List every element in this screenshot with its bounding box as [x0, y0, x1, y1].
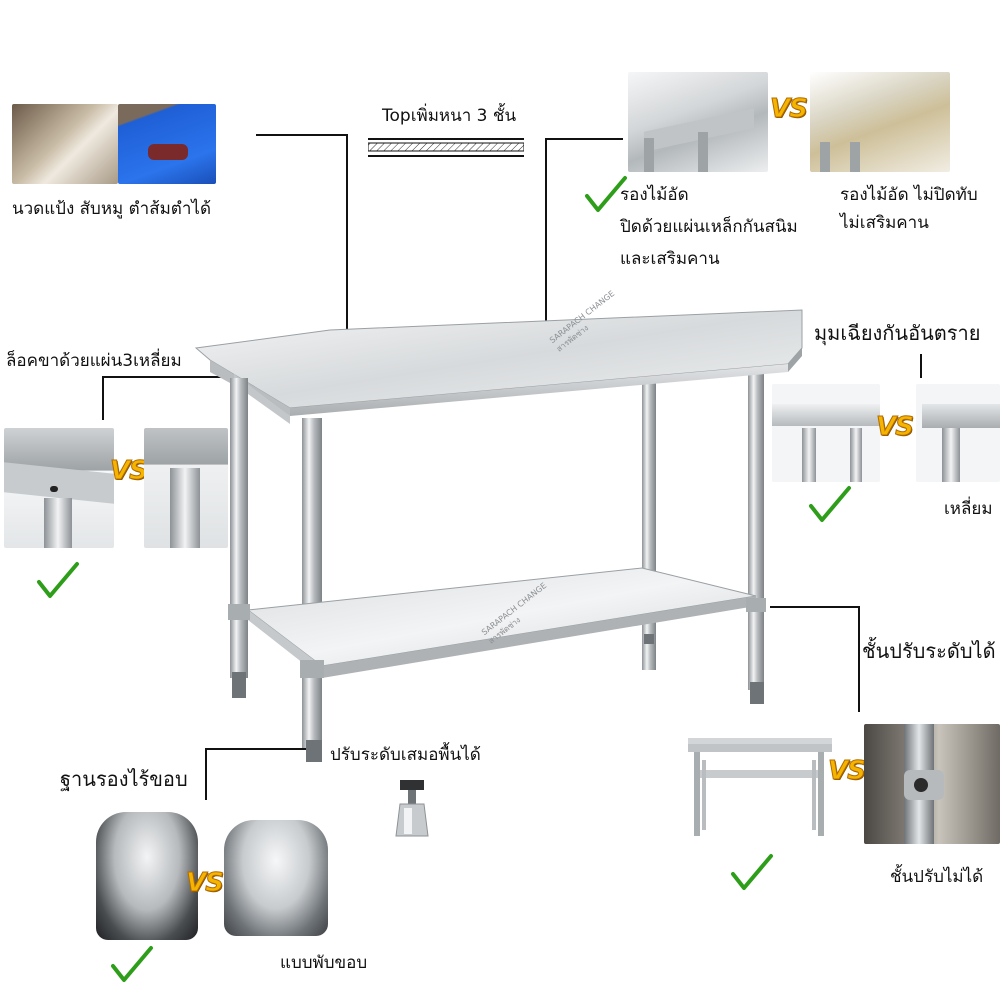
photo-chamfered-corner — [772, 384, 880, 482]
photo-plywood-uncovered — [810, 72, 950, 172]
photo-fixed-shelf-bracket — [864, 724, 1000, 844]
photo-base-no-edge — [96, 812, 198, 940]
photo-plain-leg — [144, 428, 228, 548]
label-top-thickness: Topเพิ่มหนา 3 ชั้น — [382, 106, 517, 126]
photo-chopping-meat — [118, 104, 216, 184]
check-icon-plywood — [585, 176, 627, 212]
line-base-h — [205, 748, 307, 750]
thickness-layers-icon — [368, 138, 524, 157]
vs-badge-base: VS — [186, 868, 225, 899]
label-food-prep: นวดแป้ง สับหมู ตำส้มตำได้ — [12, 199, 211, 219]
leveling-foot-icon — [395, 780, 429, 837]
label-plywood-good-2: ปิดด้วยแผ่นเหล็กกันสนิม — [620, 217, 798, 237]
photo-dough-kneading — [12, 104, 118, 184]
line-leglock-v — [102, 376, 104, 420]
label-base-no-edge: ฐานรองไร้ขอบ — [60, 767, 188, 791]
vs-badge-plywood: VS — [770, 94, 809, 125]
label-folded-edge: แบบพับขอบ — [280, 953, 368, 973]
check-icon-base — [111, 946, 153, 982]
label-leveling-foot: ปรับระดับเสมอพื้นได้ — [330, 745, 481, 765]
photo-square-corner — [916, 384, 1000, 482]
label-square-corner: เหลี่ยม — [944, 499, 993, 519]
line-food-v — [346, 134, 348, 348]
vs-badge-shelf: VS — [828, 756, 867, 787]
photo-plywood-covered — [628, 72, 768, 172]
line-shelf-v — [858, 606, 860, 712]
vs-badge-leg: VS — [110, 456, 149, 487]
photo-table-adjustable-shelf — [682, 720, 836, 840]
label-shelf-fixed: ชั้นปรับไม่ได้ — [890, 867, 984, 887]
label-plywood-bad-1: รองไม้อัด ไม่ปิดทับ — [840, 185, 978, 205]
line-food-h — [256, 134, 348, 136]
photo-base-folded-edge — [224, 820, 328, 936]
photo-triangle-plate-leg — [4, 428, 114, 548]
vs-badge-corner: VS — [876, 412, 915, 443]
line-leglock-h — [102, 376, 236, 378]
line-shelf-h — [770, 606, 860, 608]
label-plywood-bad-2: ไม่เสริมคาน — [840, 213, 929, 233]
stainless-table-illustration — [194, 309, 803, 762]
label-plywood-good-3: และเสริมคาน — [620, 249, 720, 269]
line-plywood-v — [545, 138, 547, 348]
label-corner: มุมเฉียงกันอันตราย — [814, 321, 981, 345]
line-plywood-h — [545, 138, 623, 140]
check-icon-leg-lock — [37, 562, 79, 598]
label-shelf-adjust: ชั้นปรับระดับได้ — [862, 639, 996, 663]
line-corner-v — [920, 354, 922, 378]
line-base-v — [205, 748, 207, 800]
label-plywood-good-1: รองไม้อัด — [620, 185, 689, 205]
label-leg-lock: ล็อคขาด้วยแผ่น3เหลี่ยม — [6, 351, 182, 371]
check-icon-shelf — [731, 854, 773, 890]
check-icon-corner — [809, 486, 851, 522]
